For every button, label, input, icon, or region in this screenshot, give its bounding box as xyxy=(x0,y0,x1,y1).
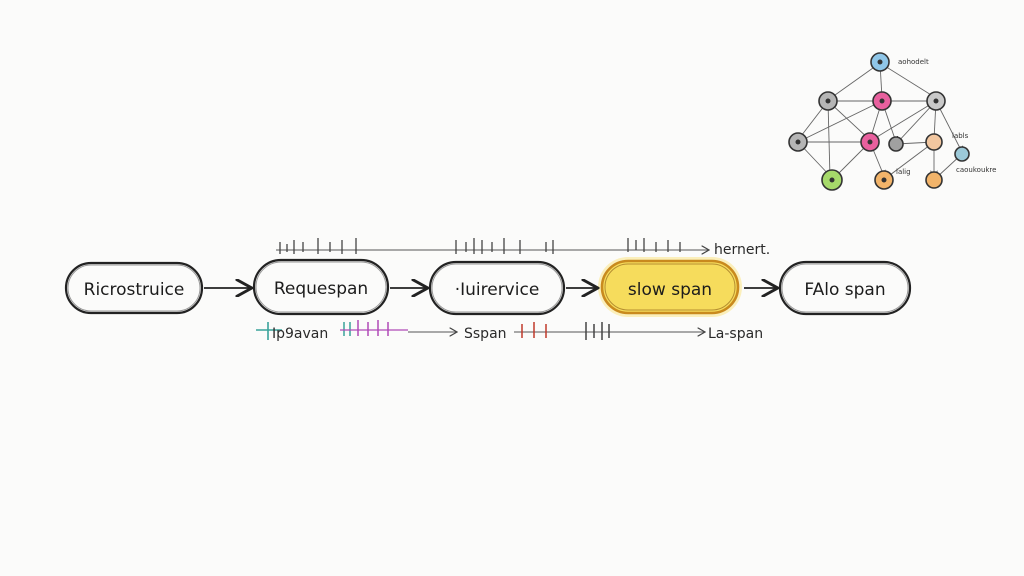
graph-label-4: caoukoukre xyxy=(956,166,996,174)
top-annotation: hernert. xyxy=(714,242,770,258)
node-label-5: FAlo span xyxy=(804,280,885,300)
graph-label-1: aohodelt xyxy=(898,58,929,66)
node-label-2: Requespan xyxy=(274,279,368,299)
top-timeline: hernert. xyxy=(276,238,770,258)
flow-node-4-highlight: slow span xyxy=(598,257,742,317)
bottom-annotation-2: Sspan xyxy=(464,326,507,342)
service-graph: aohodelt labls lalig caoukoukre xyxy=(788,52,996,191)
bottom-annotation-1: Ip9avan xyxy=(272,326,328,342)
graph-label-3: lalig xyxy=(896,168,911,176)
flow-node-3: ·Iuirervice xyxy=(428,260,566,316)
flow-node-1: Ricrostruice xyxy=(64,261,204,315)
node-label-3: ·Iuirervice xyxy=(455,280,540,300)
graph-label-2: labls xyxy=(952,132,969,140)
bottom-timeline: Ip9avan Sspan La-span xyxy=(256,320,763,342)
graph-node xyxy=(954,146,970,162)
flow-node-5: FAlo span xyxy=(778,260,912,316)
graph-node xyxy=(888,136,904,152)
bottom-annotation-3: La-span xyxy=(708,326,763,342)
graph-node xyxy=(925,133,943,151)
graph-node xyxy=(925,171,943,189)
node-label-4: slow span xyxy=(628,280,712,300)
flow-node-2: Requespan xyxy=(252,258,390,316)
node-label-1: Ricrostruice xyxy=(84,280,185,300)
